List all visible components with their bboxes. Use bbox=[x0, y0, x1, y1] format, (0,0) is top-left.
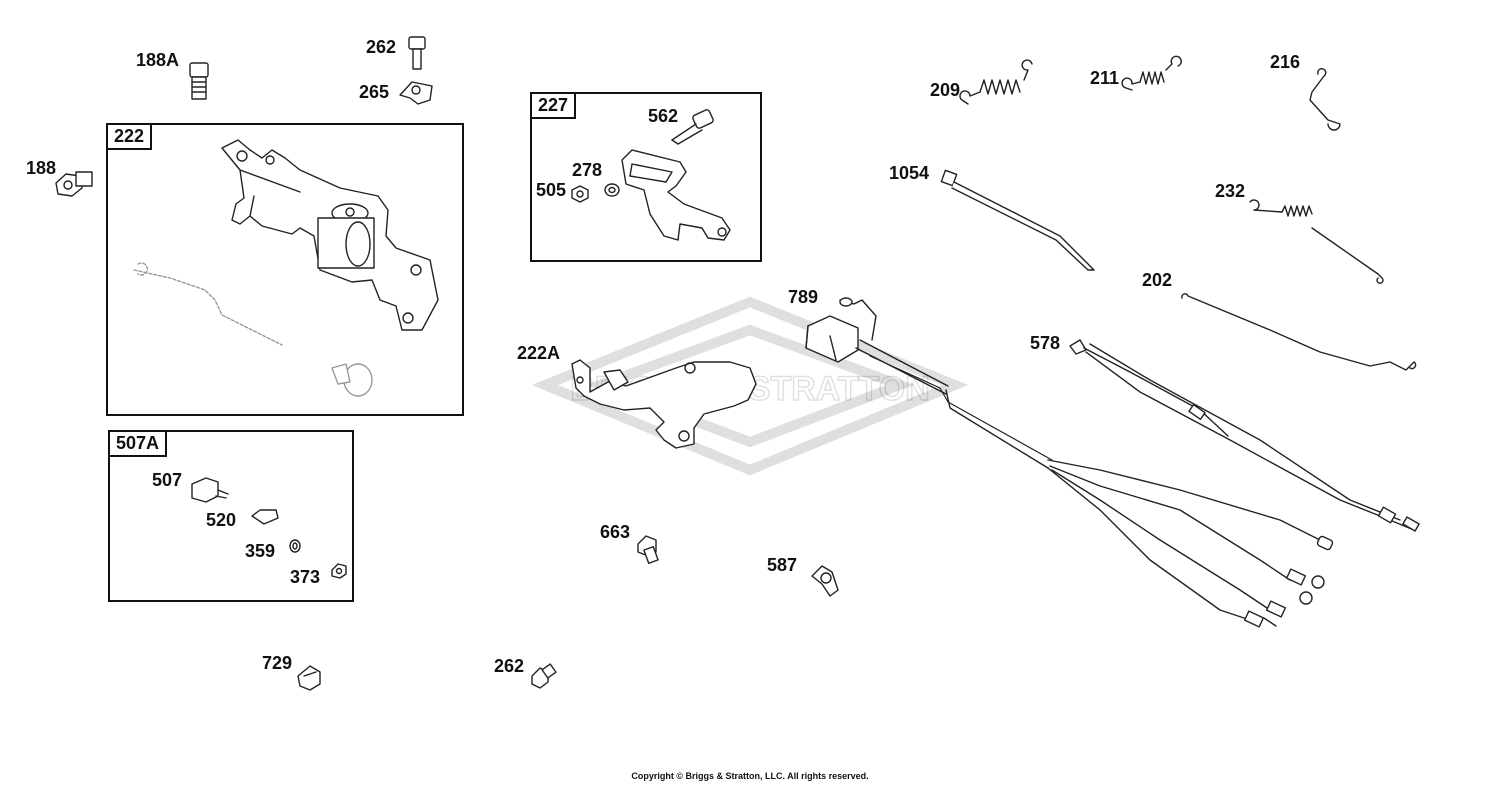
callout-789[interactable]: 789 bbox=[788, 287, 819, 307]
part-262-screw-bottom[interactable] bbox=[531, 663, 557, 689]
part-262-screw[interactable] bbox=[408, 36, 426, 70]
copyright-footer: Copyright © Briggs & Stratton, LLC. All … bbox=[631, 771, 869, 781]
callout-265[interactable]: 265 bbox=[359, 82, 390, 102]
callout-507[interactable]: 507 bbox=[152, 470, 183, 490]
callout-209[interactable]: 209 bbox=[930, 80, 961, 100]
callout-188[interactable]: 188 bbox=[26, 158, 57, 178]
part-265-clip[interactable] bbox=[399, 81, 433, 105]
group-label-507a: 507A bbox=[110, 432, 168, 457]
callout-262-bottom[interactable]: 262 bbox=[494, 656, 525, 676]
callout-505[interactable]: 505 bbox=[536, 180, 567, 200]
part-188a-bolt[interactable] bbox=[189, 62, 209, 100]
part-578-wire-harness[interactable] bbox=[1069, 339, 1420, 532]
group-label-227: 227 bbox=[532, 94, 577, 119]
callout-578[interactable]: 578 bbox=[1030, 333, 1061, 353]
part-587-clip[interactable] bbox=[811, 565, 839, 597]
callout-211[interactable]: 211 bbox=[1090, 68, 1120, 88]
part-507-stud[interactable] bbox=[191, 477, 229, 503]
part-562-pin[interactable] bbox=[671, 109, 714, 145]
callout-278[interactable]: 278 bbox=[572, 160, 603, 180]
part-373-nut[interactable] bbox=[331, 563, 347, 579]
group-label-222: 222 bbox=[108, 125, 153, 150]
part-729-clamp[interactable] bbox=[297, 665, 321, 691]
group-box-507a: 507A bbox=[108, 430, 354, 602]
part-359-washer[interactable] bbox=[289, 539, 301, 553]
callout-222a[interactable]: 222A bbox=[517, 343, 561, 363]
callout-729[interactable]: 729 bbox=[262, 653, 293, 673]
part-789-wiring-harness[interactable] bbox=[805, 297, 1334, 628]
group-box-222: 222 bbox=[106, 123, 464, 416]
part-222-knob[interactable] bbox=[331, 363, 373, 397]
callout-520[interactable]: 520 bbox=[206, 510, 237, 530]
part-227-bracket[interactable] bbox=[621, 149, 731, 241]
callout-663[interactable]: 663 bbox=[600, 522, 631, 542]
callout-232[interactable]: 232 bbox=[1215, 181, 1246, 201]
part-209-spring[interactable] bbox=[959, 59, 1033, 105]
callout-373[interactable]: 373 bbox=[290, 567, 321, 587]
part-222-bracket-assembly[interactable] bbox=[221, 139, 439, 331]
part-520-bracket[interactable] bbox=[251, 509, 279, 525]
callout-202[interactable]: 202 bbox=[1142, 270, 1173, 290]
part-202-rod[interactable] bbox=[1181, 293, 1417, 371]
callout-262-top[interactable]: 262 bbox=[366, 37, 397, 57]
part-222-link-rod[interactable] bbox=[133, 262, 283, 346]
part-663-bolt[interactable] bbox=[637, 535, 659, 564]
part-216-rod[interactable] bbox=[1309, 68, 1341, 131]
part-278-washer[interactable] bbox=[604, 183, 620, 197]
callout-1054[interactable]: 1054 bbox=[889, 163, 930, 183]
part-211-spring[interactable] bbox=[1121, 55, 1182, 91]
part-222a-bracket[interactable] bbox=[571, 359, 757, 449]
callout-188a[interactable]: 188A bbox=[136, 50, 180, 70]
callout-587[interactable]: 587 bbox=[767, 555, 798, 575]
part-188-nut[interactable] bbox=[55, 171, 93, 197]
group-box-227: 227 bbox=[530, 92, 762, 262]
callout-216[interactable]: 216 bbox=[1270, 52, 1301, 72]
part-232-spring[interactable] bbox=[1249, 199, 1384, 284]
part-1054-cable-tie[interactable] bbox=[940, 169, 1095, 271]
callout-562[interactable]: 562 bbox=[648, 106, 679, 126]
part-505-nut[interactable] bbox=[571, 185, 589, 203]
callout-359[interactable]: 359 bbox=[245, 541, 276, 561]
watermark-logo bbox=[531, 296, 969, 476]
